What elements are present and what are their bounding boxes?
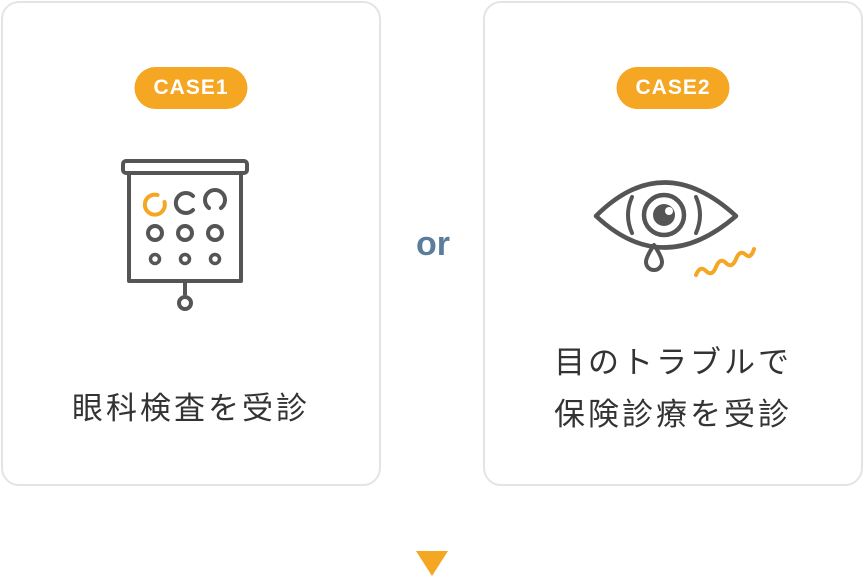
teary-eye-icon [593, 180, 756, 277]
case-badge: CASE1 [134, 67, 248, 109]
case-description-line: 眼科検査を受診 [72, 391, 310, 427]
case-card-2: CASE2 目のトラブルで 保険診療を受診 [483, 1, 863, 486]
case-card-1: CASE1 眼科検査を受診 [1, 1, 381, 486]
or-connector: or [416, 225, 450, 263]
case-description: 眼科検査を受診 [3, 383, 379, 435]
case-description-line: 目のトラブルで [554, 345, 792, 381]
eye-chart-icon [121, 159, 249, 311]
case-badge: CASE2 [616, 67, 730, 109]
down-arrow-icon [416, 551, 448, 576]
case-description-line: 保険診療を受診 [554, 397, 792, 433]
case-description: 目のトラブルで 保険診療を受診 [485, 337, 861, 441]
